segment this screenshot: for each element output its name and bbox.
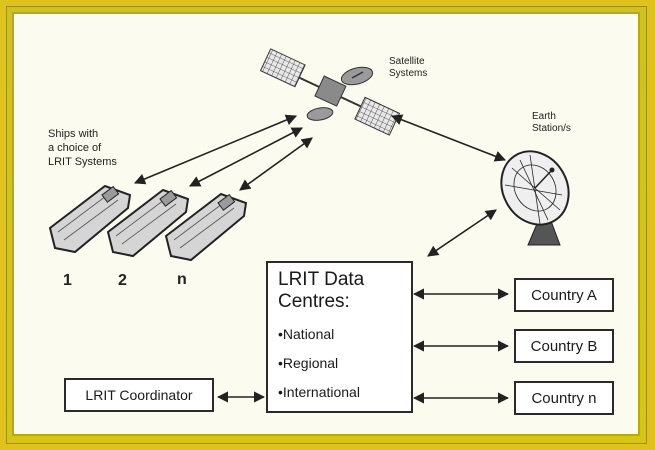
ship-number-1: 1 (63, 272, 72, 289)
data-centre-item-international: •International (278, 384, 360, 400)
ship-number-2: 2 (118, 272, 127, 289)
data-centre-item-regional: •Regional (278, 355, 339, 371)
lrit-coordinator-box: LRIT Coordinator (64, 378, 214, 412)
ship-number-n: n (177, 271, 187, 288)
data-centres-box: LRIT Data Centres: •National •Regional •… (266, 261, 413, 413)
ship-2-icon (106, 188, 190, 258)
ship-n-icon (164, 192, 248, 262)
arrow-earth-station-data-centres (427, 209, 497, 257)
earth-station-dish-icon (500, 150, 570, 246)
arrow-shipn-satellite (239, 137, 313, 191)
country-b-box: Country B (514, 329, 614, 363)
data-centres-title-line2: Centres: (278, 291, 350, 312)
satellite-label: Satellite Systems (389, 56, 428, 79)
earth-station-label: Earth Station/s (532, 111, 571, 134)
arrow-satellite-earth-station (390, 114, 507, 162)
country-a-box: Country A (514, 278, 614, 312)
satellite-icon (259, 48, 401, 136)
data-centres-title-line1: LRIT Data (278, 269, 365, 290)
ship-1-icon (48, 184, 132, 254)
country-n-box: Country n (514, 381, 614, 415)
ships-label: Ships with a choice of LRIT Systems (48, 128, 117, 168)
data-centre-item-national: •National (278, 326, 335, 342)
